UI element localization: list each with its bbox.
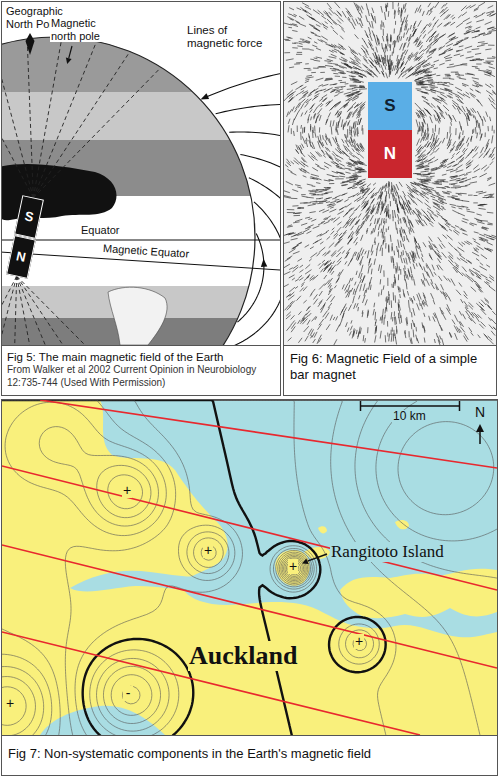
contour-line (2, 400, 497, 735)
contour-line (2, 400, 386, 735)
equator-label: Equator (80, 224, 121, 237)
dashed-field-line (27, 39, 33, 198)
pole-letter: N (15, 248, 28, 266)
dashed-field-line (2, 60, 33, 197)
leader-line (308, 554, 328, 561)
contour-line (2, 557, 306, 726)
pole-letter: N (384, 143, 396, 164)
anomaly-sign: + (288, 559, 298, 574)
dashed-field-line (12, 276, 17, 345)
map-figure (2, 400, 497, 735)
anomaly-sign: + (5, 696, 15, 711)
pole-letter: S (23, 209, 35, 227)
magnet-pole: S (368, 82, 412, 130)
contour-line (2, 400, 497, 735)
equator-line (2, 239, 280, 240)
place-name: Rangitoto Island (330, 542, 445, 562)
bar-magnet-figure (284, 2, 497, 345)
contour-line (2, 400, 497, 735)
north-arrow (479, 432, 481, 444)
leader-line (69, 46, 72, 58)
mainland (2, 400, 497, 735)
north-label: N (474, 404, 486, 420)
caption-divider (2, 346, 498, 736)
scale-label: 10 km (392, 410, 427, 424)
contour-line (2, 400, 497, 735)
contour-line (2, 400, 374, 735)
arrowhead (66, 57, 72, 64)
contour-line (2, 402, 367, 735)
continent (108, 287, 167, 345)
caption-credit: From Walker et al 2002 Current Opinion i… (7, 364, 275, 389)
dashed-field-line (33, 41, 96, 198)
contour-line (2, 400, 497, 735)
iron-filings (284, 2, 497, 345)
anomaly-sign: + (203, 543, 213, 558)
contour-line (2, 400, 379, 735)
caption-title: Fig 7: Non-systematic components in the … (8, 746, 492, 762)
dashed-field-line (17, 276, 146, 345)
dashed-field-line (2, 276, 17, 345)
contour-line (2, 400, 396, 735)
caption-title: Fig 6: Magnetic Field of a simple bar ma… (290, 351, 491, 384)
pole-label: Magnetic north pole (50, 17, 114, 42)
panel-border (2, 2, 281, 396)
arrowhead (201, 93, 210, 99)
anomaly-sign: - (123, 686, 133, 701)
contour-line (2, 465, 309, 735)
dashed-field-line (33, 37, 62, 198)
pole-letter: S (384, 95, 395, 116)
contour-line (2, 400, 497, 735)
dashed-field-line (33, 52, 130, 198)
latitude-band (2, 92, 270, 140)
anomaly-sign: + (122, 483, 132, 498)
red-line (2, 466, 497, 590)
field-label: Lines of magnetic force (186, 24, 274, 50)
figure-caption: Fig 6: Magnetic Field of a simple bar ma… (285, 347, 496, 395)
geographic-pole-marker (26, 33, 35, 55)
earth-figure (2, 2, 280, 345)
arrowhead (302, 558, 309, 564)
island (340, 569, 497, 618)
globe-outline (2, 37, 255, 345)
anomaly-sign: + (354, 634, 364, 649)
island (318, 526, 327, 533)
globe-shading (2, 30, 270, 345)
place-name: Auckland (188, 641, 298, 671)
panel-border (284, 2, 497, 396)
red-line (40, 400, 497, 468)
sea (2, 400, 497, 735)
contour-line (285, 559, 304, 578)
iron-filings (284, 2, 497, 345)
dashed-field-line (17, 276, 115, 345)
north-arrow (476, 424, 484, 432)
red-line (2, 632, 420, 735)
caption-title: Fig 5: The main magnetic field of the Ea… (7, 350, 275, 364)
magnet-pole: N (368, 130, 412, 178)
arrowhead (261, 259, 267, 267)
figure-caption: Fig 7: Non-systematic components in the … (3, 737, 497, 775)
dashed-field-line (17, 276, 47, 345)
contour-line (2, 427, 311, 735)
harbour (40, 706, 165, 735)
internal-field-lines (2, 37, 161, 345)
island (395, 520, 409, 529)
contour-line (284, 558, 305, 579)
figure-caption: Fig 5: The main magnetic field of the Ea… (3, 347, 279, 395)
dashed-field-line (33, 67, 161, 197)
panel-border (2, 400, 498, 776)
contour-lines (2, 400, 497, 735)
